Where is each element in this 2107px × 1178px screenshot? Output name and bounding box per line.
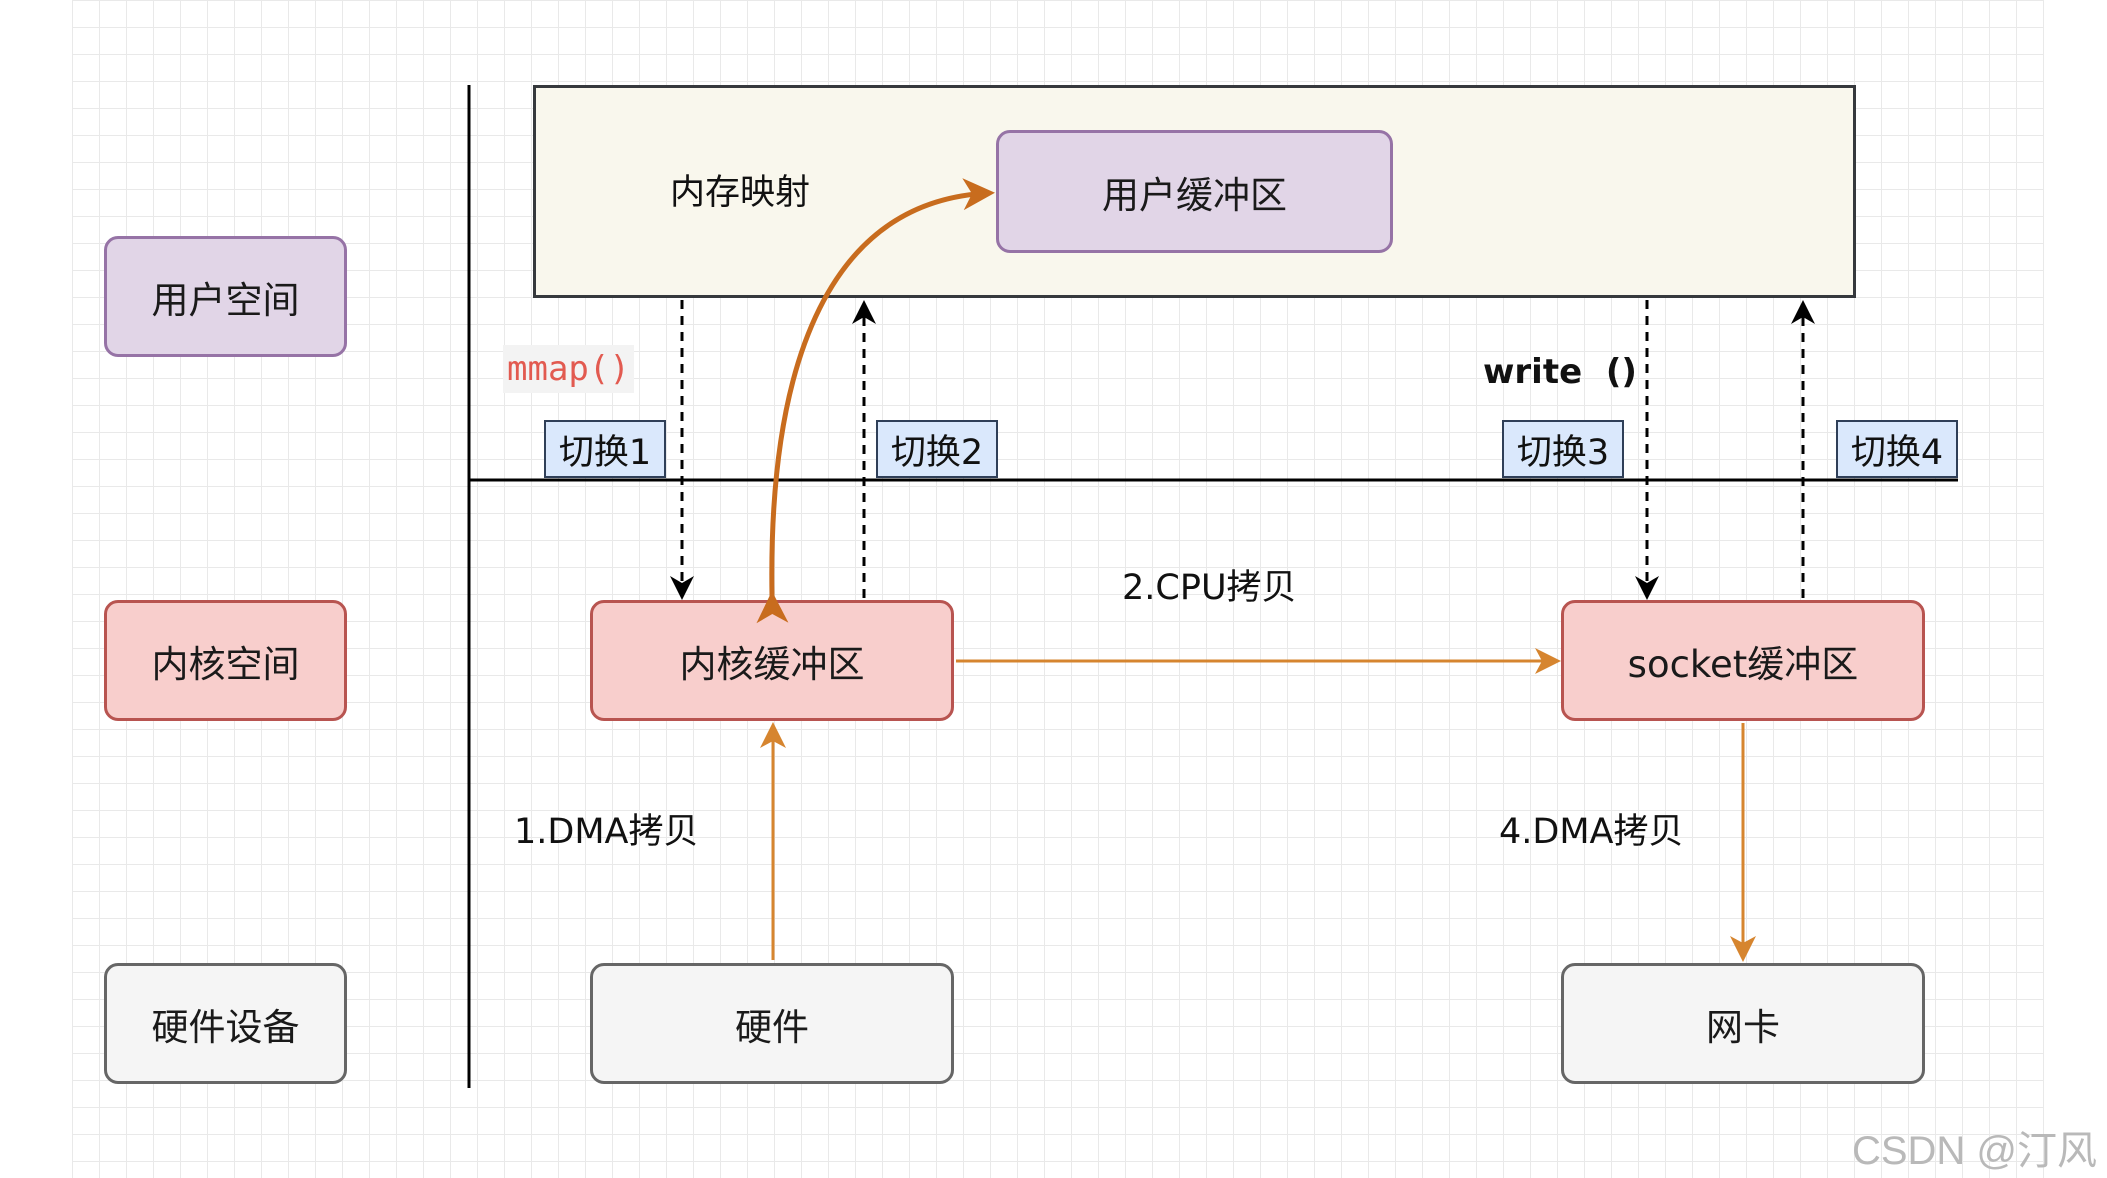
mmap-arrow xyxy=(756,178,995,624)
write-call-label: write () xyxy=(1483,352,1637,392)
user-buffer-box[interactable]: 用户缓冲区 xyxy=(996,130,1393,253)
user-buffer-label: 用户缓冲区 xyxy=(1102,173,1287,217)
hardware-device-box[interactable]: 硬件设备 xyxy=(104,963,347,1084)
nic-label: 网卡 xyxy=(1706,1005,1780,1049)
cpu-copy-label: 2.CPU拷贝 xyxy=(1122,568,1297,608)
kernel-buffer-label: 内核缓冲区 xyxy=(679,642,865,686)
dma-copy4-label: 4.DMA拷贝 xyxy=(1499,812,1684,852)
switch4-badge: 切换4 xyxy=(1836,420,1958,478)
switch4-label: 切换4 xyxy=(1850,432,1944,473)
hardware-box[interactable]: 硬件 xyxy=(590,963,954,1084)
mmap-call-label: mmap() xyxy=(503,345,634,393)
hardware-label: 硬件 xyxy=(735,1005,809,1049)
switch1-label: 切换1 xyxy=(558,432,652,473)
switch1-badge: 切换1 xyxy=(544,420,666,478)
switch3-label: 切换3 xyxy=(1516,432,1610,473)
dma-copy1-label: 1.DMA拷贝 xyxy=(514,812,699,852)
hardware-device-label: 硬件设备 xyxy=(151,1005,300,1049)
kernel-space-label: 内核空间 xyxy=(151,642,300,686)
csdn-watermark: CSDN @汀风 xyxy=(1851,1129,2097,1173)
user-space-label: 用户空间 xyxy=(151,278,300,322)
socket-buffer-label: socket缓冲区 xyxy=(1627,642,1859,686)
switch3-badge: 切换3 xyxy=(1502,420,1624,478)
nic-box[interactable]: 网卡 xyxy=(1561,963,1925,1084)
socket-buffer-box[interactable]: socket缓冲区 xyxy=(1561,600,1925,721)
kernel-space-box[interactable]: 内核空间 xyxy=(104,600,347,721)
user-space-box[interactable]: 用户空间 xyxy=(104,236,347,357)
switch2-label: 切换2 xyxy=(890,432,984,473)
switch2-badge: 切换2 xyxy=(876,420,998,478)
